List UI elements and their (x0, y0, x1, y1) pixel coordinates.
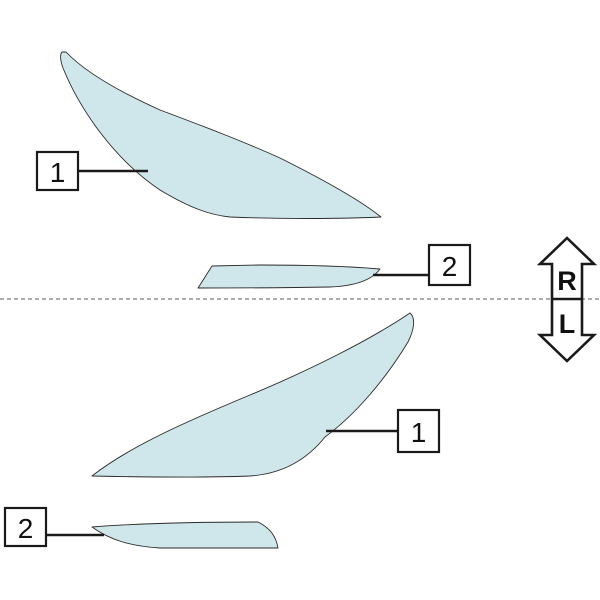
side-indicator-right-label: R (557, 266, 577, 296)
side-indicator-left-label: L (559, 309, 576, 339)
side-indicator: R L (536, 236, 598, 363)
part-1-right (60, 51, 382, 219)
callout-label-1-right: 1 (50, 157, 66, 188)
callout-label-2-left: 2 (18, 513, 34, 544)
part-2-right (197, 264, 381, 289)
callout-label-2-right: 2 (442, 251, 458, 282)
callout-label-1-left: 1 (411, 417, 427, 448)
callout-2-right: 2 (427, 243, 472, 287)
part-2-left (91, 521, 279, 549)
callout-box-2-right (427, 243, 472, 287)
callout-box-1-right (35, 150, 80, 192)
callout-box-1-left (396, 408, 441, 454)
callout-box-2-left (3, 506, 48, 548)
callout-1-right: 1 (35, 150, 80, 192)
part-1-left (91, 312, 415, 478)
callout-1-left: 1 (396, 408, 441, 454)
callout-2-left: 2 (3, 506, 48, 548)
